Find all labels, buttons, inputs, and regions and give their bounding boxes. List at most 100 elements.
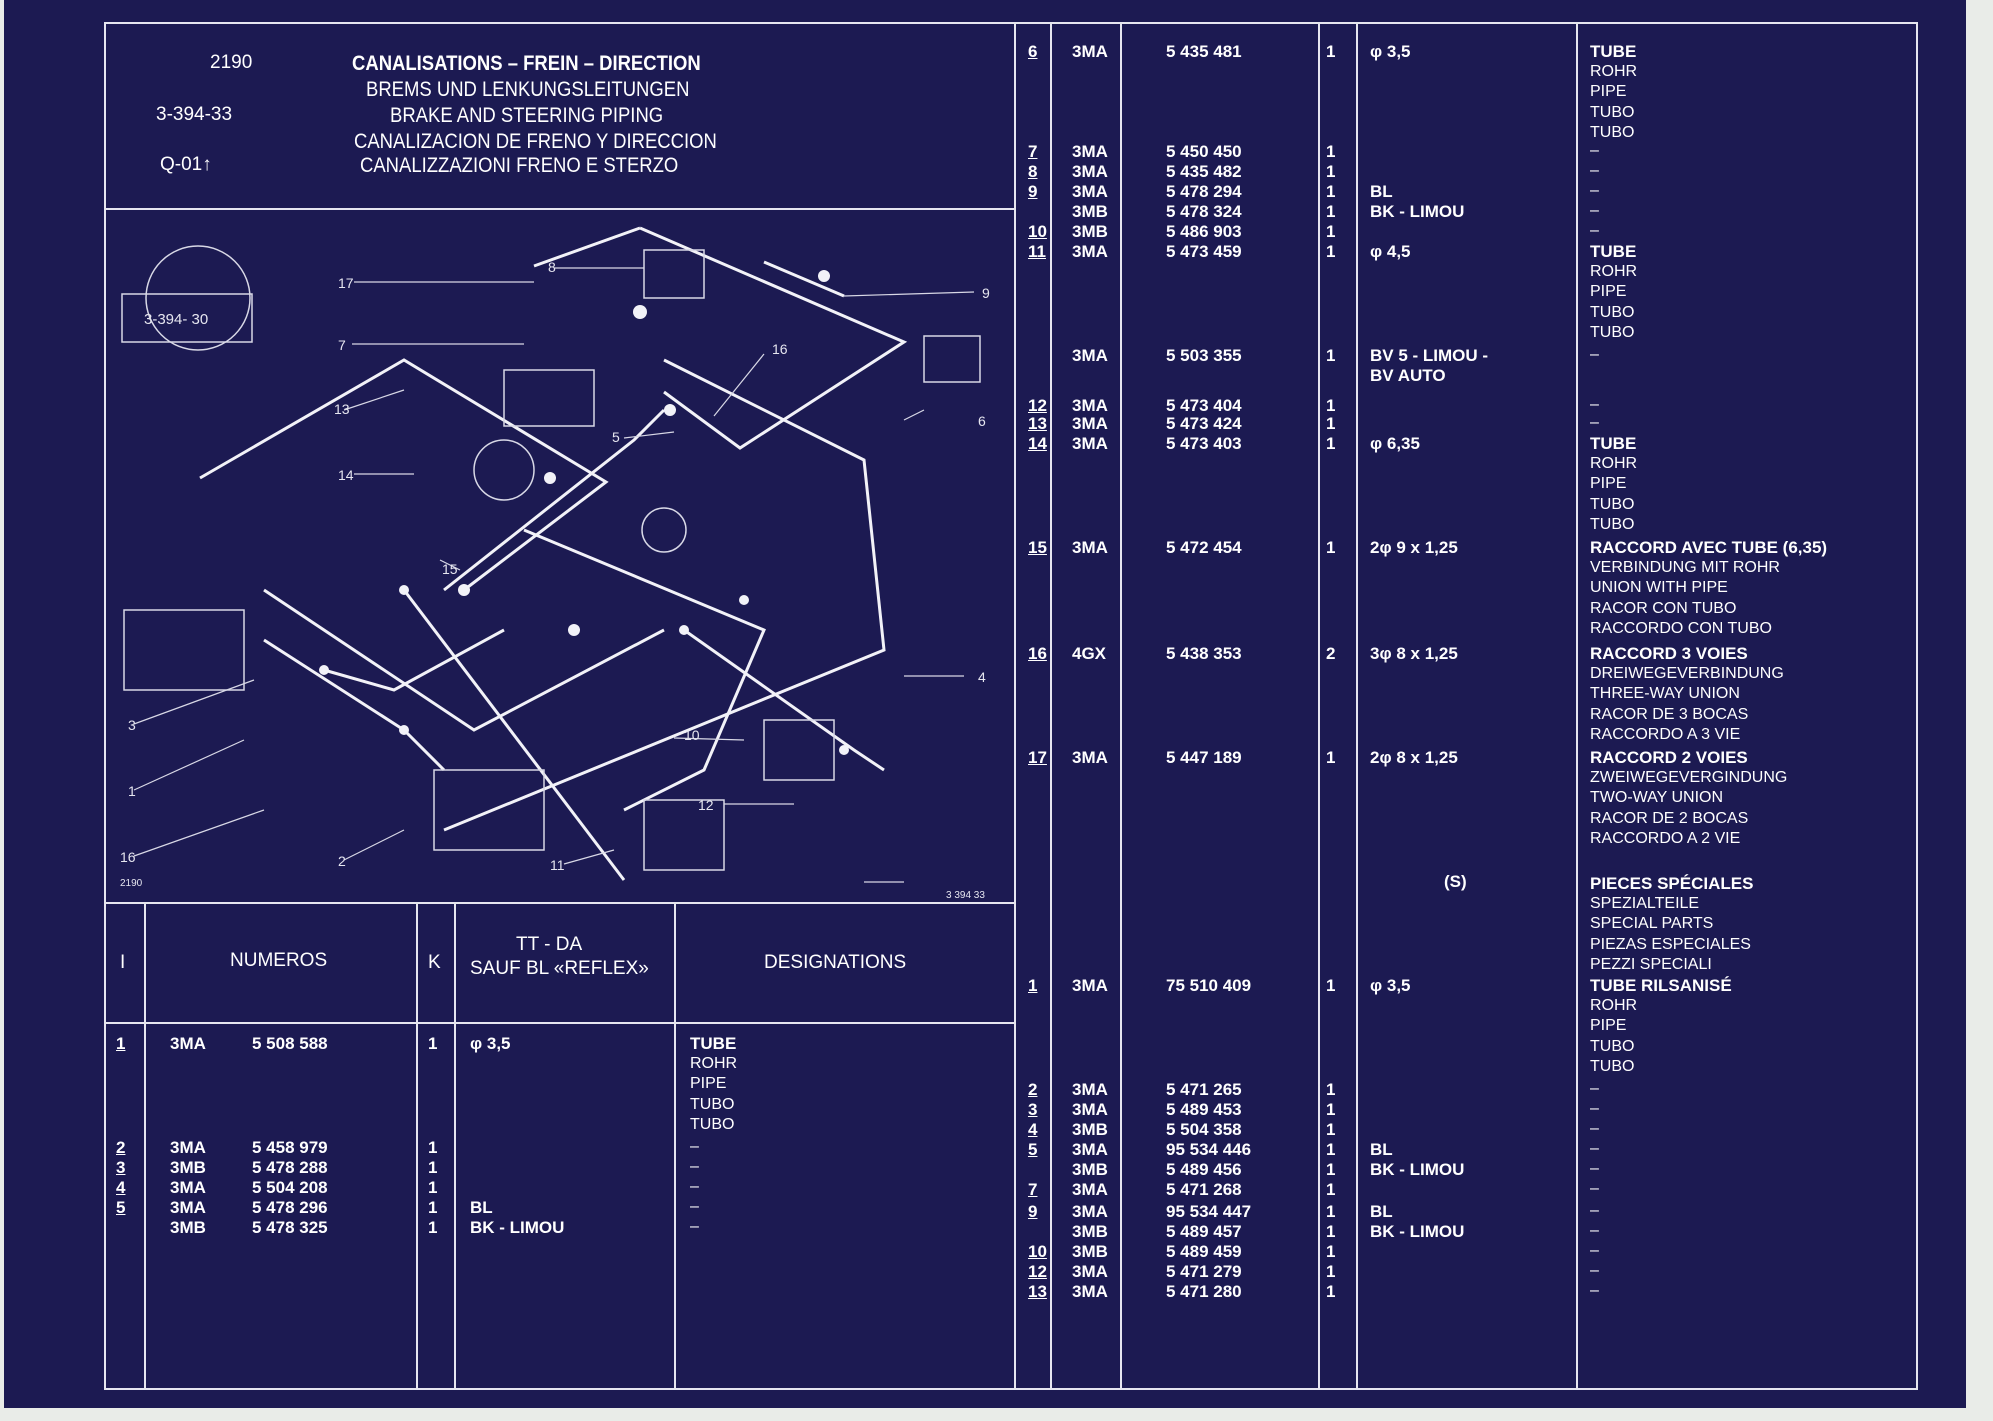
right_rows-designation: – [1590,142,1599,159]
col-header-tt-1: TT - DA [516,934,583,955]
right_rows-i: 12 [1028,396,1047,415]
right_rows-code: 3MA [1072,182,1108,201]
right_rows-designation: VERBINDUNG MIT ROHR [1590,558,1780,576]
right_rows-designation: TUBO [1590,103,1635,121]
right_rows-designation: TUBO [1590,324,1635,341]
left_rows-num: 5 458 979 [252,1138,328,1157]
left-col-tt [454,902,456,1390]
right_rows-i: 15 [1028,538,1047,557]
left_rows-code: 3MB [170,1158,206,1177]
right_rows-k: 1 [1326,396,1336,415]
left_rows-k: 1 [428,1158,438,1177]
right_rows-num: 5 503 355 [1166,346,1242,365]
special_rows-num: 95 534 447 [1166,1202,1252,1221]
special_rows-num: 5 471 280 [1166,1282,1242,1301]
left_rows-designation: – [690,1158,699,1175]
right_rows-designation: TUBE [1590,242,1637,261]
left_rows-tt: BL [470,1198,493,1217]
right_rows-i: 17 [1028,748,1047,767]
left_rows-code: 3MA [170,1034,206,1053]
pipe-9 [763,260,845,298]
left_rows-num: 5 508 588 [252,1034,328,1053]
right-col-des [1576,22,1578,1390]
right_rows-code: 3MB [1072,222,1108,241]
right_rows-designation: UNION WITH PIPE [1590,579,1728,596]
right_rows-i: 6 [1028,42,1038,61]
right_rows-designation: RACCORDO CON TUBO [1590,620,1772,637]
callout-8: 8 [548,259,556,275]
special_rows-code: 3MA [1072,1100,1108,1119]
special_rows-num: 95 534 446 [1166,1140,1252,1159]
special_rows-designation: TUBO [1590,1037,1635,1055]
reservoir [473,439,535,501]
left_rows-num: 5 478 296 [252,1198,328,1217]
ref-box-outline [121,293,253,343]
right-col-i [1050,22,1052,1390]
left_rows-i: 2 [116,1138,126,1157]
callout-16-bottom: 16 [120,849,136,865]
left_rows-k: 1 [428,1218,438,1237]
left_rows-tt: φ 3,5 [470,1034,511,1053]
right_rows-i: 13 [1028,414,1047,433]
right_rows-code: 3MA [1072,42,1108,61]
left_rows-designation: ROHR [690,1054,738,1072]
special_rows-k: 1 [1326,1202,1336,1221]
right_rows-num: 5 473 404 [1166,396,1242,415]
right_rows-designation: TUBE [1590,42,1637,61]
right_rows-designation: – [1590,222,1599,239]
right_rows-i: 10 [1028,222,1047,241]
right_rows-code: 3MA [1072,434,1108,453]
right_rows-designation: TUBO [1590,124,1635,141]
master-cylinder [503,369,595,427]
callout-1: 1 [128,783,136,799]
col-header-k: K [428,952,441,973]
right_rows-tt: BV 5 - LIMOU - [1370,346,1489,365]
special_rows-designation: – [1590,1100,1599,1117]
brake-piping-diagram: 17 8 9 7 16 13 6 5 14 15 4 3 10 1 12 16 … [120,226,990,901]
callout-15: 15 [442,561,458,577]
right_rows-designation: – [1590,414,1599,431]
right_rows-designation: ROHR [1590,262,1638,280]
left_rows-designation: TUBO [690,1116,735,1133]
left_rows-designation: – [690,1218,699,1235]
left_rows-num: 5 478 288 [252,1158,328,1177]
special-designation: PEZZI SPECIALI [1590,956,1712,973]
steering-box [123,609,245,691]
right_rows-num: 5 447 189 [1166,748,1242,767]
wheel-unit-11 [643,799,725,871]
right_rows-code: 3MA [1072,162,1108,181]
special_rows-code: 3MA [1072,1140,1108,1159]
right_rows-tt: 2φ 9 x 1,25 [1370,538,1458,557]
right_rows-designation: RACCORD AVEC TUBE (6,35) [1590,538,1828,557]
right_rows-i: 11 [1028,242,1046,261]
special-mark: (S) [1444,872,1467,891]
col-header-tt-2: SAUF BL «REFLEX» [470,958,649,979]
right-col-num [1120,22,1122,1390]
pipe-5 [443,408,666,592]
blueprint-sheet: 2190 3-394-33 Q-01↑ CANALISATIONS – FREI… [4,0,1966,1408]
right_rows-designation: ROHR [1590,454,1638,472]
left-col-i [144,902,146,1390]
left_rows-code: 3MA [170,1198,206,1217]
special_rows-k: 1 [1326,1100,1336,1119]
right_rows-num: 5 435 481 [1166,42,1242,61]
left_rows-k: 1 [428,1178,438,1197]
right_rows-designation: TWO-WAY UNION [1590,789,1724,806]
right_rows-designation: ZWEIWEGEVERGINDUNG [1590,768,1788,786]
special_rows-tt: BL [1370,1202,1393,1221]
right_rows-k: 1 [1326,538,1336,557]
callout-9: 9 [982,285,990,301]
col-header-designations: DESIGNATIONS [764,952,907,973]
special_rows-k: 1 [1326,976,1336,995]
special_rows-code: 3MA [1072,1282,1108,1301]
special_rows-designation: – [1590,1242,1599,1259]
title-en: BRAKE AND STEERING PIPING [390,104,664,127]
special_rows-k: 1 [1326,1140,1336,1159]
special_rows-i: 3 [1028,1100,1038,1119]
special_rows-designation: TUBO [1590,1058,1635,1075]
special_rows-designation: – [1590,1180,1599,1197]
right_rows-tt: BL [1370,182,1393,201]
pipe-14 [263,588,665,732]
right_rows-code: 3MA [1072,242,1108,261]
pipe-3 [323,628,505,692]
